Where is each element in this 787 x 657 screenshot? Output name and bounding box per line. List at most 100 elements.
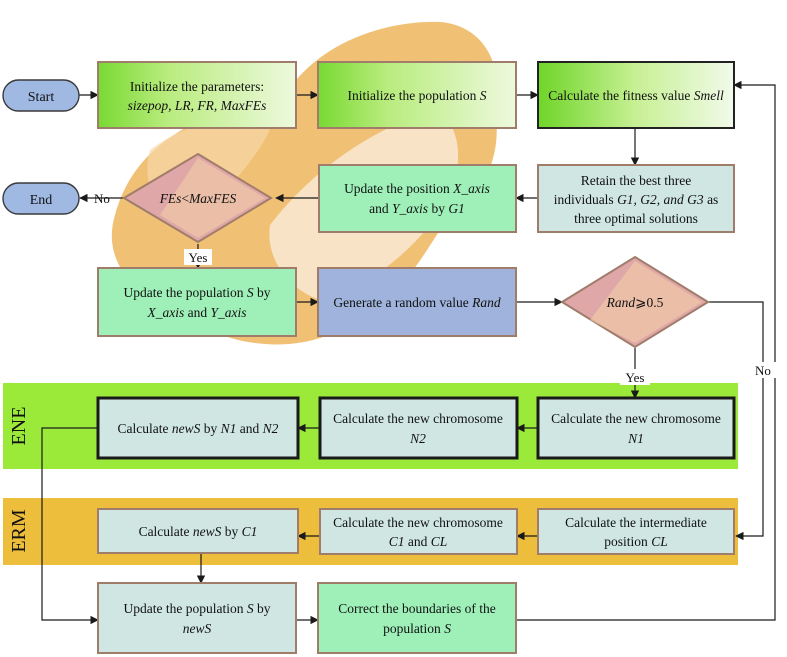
intermediate-line2a: position: [604, 534, 651, 549]
fitness-italic: Smell: [694, 88, 724, 103]
update-pop-s-line2a: and: [184, 305, 210, 320]
update-pos-line2b: by: [428, 201, 448, 216]
rand-i1: Rand: [606, 295, 636, 310]
gen-rand-box: [317, 267, 517, 337]
svg-text:Initialize the population S: Initialize the population S: [347, 88, 486, 103]
chrom-c1-line2a: and: [405, 534, 431, 549]
chrom-c1-line1: Calculate the new chromosome: [333, 515, 503, 530]
yes-fes-label: Yes: [189, 250, 208, 265]
chrom-n1-line1: Calculate the new chromosome: [551, 411, 721, 426]
gen-rand-italic: Rand: [471, 295, 501, 310]
update-pos-line2j: G1: [448, 201, 465, 216]
svg-text:FEs<MaxFES: FEs<MaxFES: [159, 191, 237, 206]
gen-rand-text: Generate a random value: [333, 295, 472, 310]
update-pop-news-box: [97, 582, 297, 654]
news-c1-i1: newS: [193, 524, 222, 539]
arrow-rand-no-to-intermediate: [708, 301, 764, 541]
update-pop-s-line2j: Y_axis: [210, 305, 246, 320]
init-pop-box: [317, 61, 517, 129]
svg-text:N2: N2: [409, 431, 426, 446]
update-pos-line1a: Update the position: [344, 181, 453, 196]
correct-line1: Correct the boundaries of the: [338, 601, 495, 616]
news-n1n2-i3: N2: [262, 421, 279, 436]
erm-band-label: ERM: [8, 509, 30, 553]
chrom-n2-line1: Calculate the new chromosome: [333, 411, 503, 426]
svg-text:individuals G1, G2, and G3 as: individuals G1, G2, and G3 as: [554, 192, 719, 207]
news-c1-box: [97, 508, 299, 554]
update-pos-line1i: X_axis: [452, 181, 490, 196]
arrow-news-n1n2-to-update: [41, 427, 99, 625]
svg-text:Update the population S by: Update the population S by: [124, 601, 271, 616]
svg-text:Generate a random value Rand: Generate a random value Rand: [333, 295, 500, 310]
news-n1n2-i2: N1: [220, 421, 237, 436]
svg-text:Calculate the new chromosome: Calculate the new chromosome: [333, 411, 503, 426]
svg-text:Update the population S by: Update the population S by: [124, 285, 271, 300]
news-n1n2-a: Calculate: [118, 421, 172, 436]
start-label: Start: [28, 90, 55, 105]
chrom-c1-box: [319, 508, 518, 555]
svg-text:Calculate the new chromosome: Calculate the new chromosome: [333, 515, 503, 530]
chrom-n1-line2: N1: [627, 431, 644, 446]
chrom-n2-line2: N2: [409, 431, 426, 446]
connectors: [41, 80, 776, 625]
svg-text:Correct the boundaries of the: Correct the boundaries of the: [338, 601, 495, 616]
fitness-box: [537, 61, 735, 129]
retain-line2a: individuals: [554, 192, 617, 207]
arrow-correct-loop-to-fitness: [516, 80, 776, 621]
update-pop-news-line2i: newS: [183, 621, 212, 636]
chrom-n1-box: [536, 396, 736, 460]
svg-text:Update the position X_axis: Update the position X_axis: [344, 181, 490, 196]
retain-box: [537, 164, 735, 233]
svg-text:population S: population S: [383, 621, 451, 636]
news-n1n2-i1: newS: [172, 421, 201, 436]
chrom-n2-box: [318, 396, 519, 460]
retain-line2b: as: [704, 192, 719, 207]
ene-band-label: ENE: [8, 407, 30, 446]
start-terminal: [2, 79, 80, 112]
fes-i2: MaxFES: [188, 191, 236, 206]
update-pos-box: [318, 164, 517, 233]
yes-rand-label: Yes: [626, 370, 645, 385]
svg-text:Calculate the fitness value Sm: Calculate the fitness value Smell: [548, 88, 724, 103]
update-pop-s-line2i: X_axis: [146, 305, 184, 320]
fitness-text: Calculate the fitness value: [548, 88, 693, 103]
end-terminal: [2, 182, 80, 215]
retain-line3: three optimal solutions: [574, 211, 698, 226]
news-c1-b: by: [221, 524, 241, 539]
svg-text:Calculate the intermediate: Calculate the intermediate: [565, 515, 707, 530]
no-to-end-label: No: [94, 191, 110, 206]
svg-text:three optimal solutions: three optimal solutions: [574, 211, 698, 226]
retain-line2i: G1, G2, and G3: [617, 192, 704, 207]
svg-text:Rand⩾0.5: Rand⩾0.5: [606, 295, 664, 310]
chrom-c1-line2i1: C1: [389, 534, 405, 549]
update-pop-news-line1b: by: [254, 601, 271, 616]
news-n1n2-c: and: [236, 421, 262, 436]
news-c1-a: Calculate: [139, 524, 193, 539]
update-pos-line2a: and: [369, 201, 392, 216]
retain-line1: Retain the best three: [581, 173, 692, 188]
init-params-box: [97, 61, 297, 129]
fes-i1: FEs: [159, 191, 182, 206]
chrom-c1-line2i2: CL: [431, 534, 448, 549]
svg-text:Calculate newS by C1: Calculate newS by C1: [139, 524, 258, 539]
correct-line2a: population: [383, 621, 444, 636]
update-pop-news-line1i: S: [247, 601, 254, 616]
update-pop-s-line1a: Update the population: [124, 285, 247, 300]
svg-text:N1: N1: [627, 431, 644, 446]
svg-text:and Y_axis by G1: and Y_axis by G1: [369, 201, 465, 216]
correct-box: [317, 582, 517, 654]
svg-text:newS: newS: [183, 621, 212, 636]
news-c1-i2: C1: [242, 524, 258, 539]
no-rand-label: No: [755, 363, 771, 378]
svg-text:Initialize the parameters:: Initialize the parameters:: [130, 79, 264, 94]
update-pop-s-line1b: by: [254, 285, 271, 300]
intermediate-line1: Calculate the intermediate: [565, 515, 707, 530]
svg-text:Retain the best three: Retain the best three: [581, 173, 692, 188]
init-params-line2: sizepop, LR, FR, MaxFEs: [128, 98, 267, 113]
svg-text:Calculate newS by N1 and N2: Calculate newS by N1 and N2: [118, 421, 279, 436]
correct-line2i: S: [444, 621, 451, 636]
init-params-line1: Initialize the parameters:: [130, 79, 264, 94]
svg-text:position CL: position CL: [604, 534, 667, 549]
